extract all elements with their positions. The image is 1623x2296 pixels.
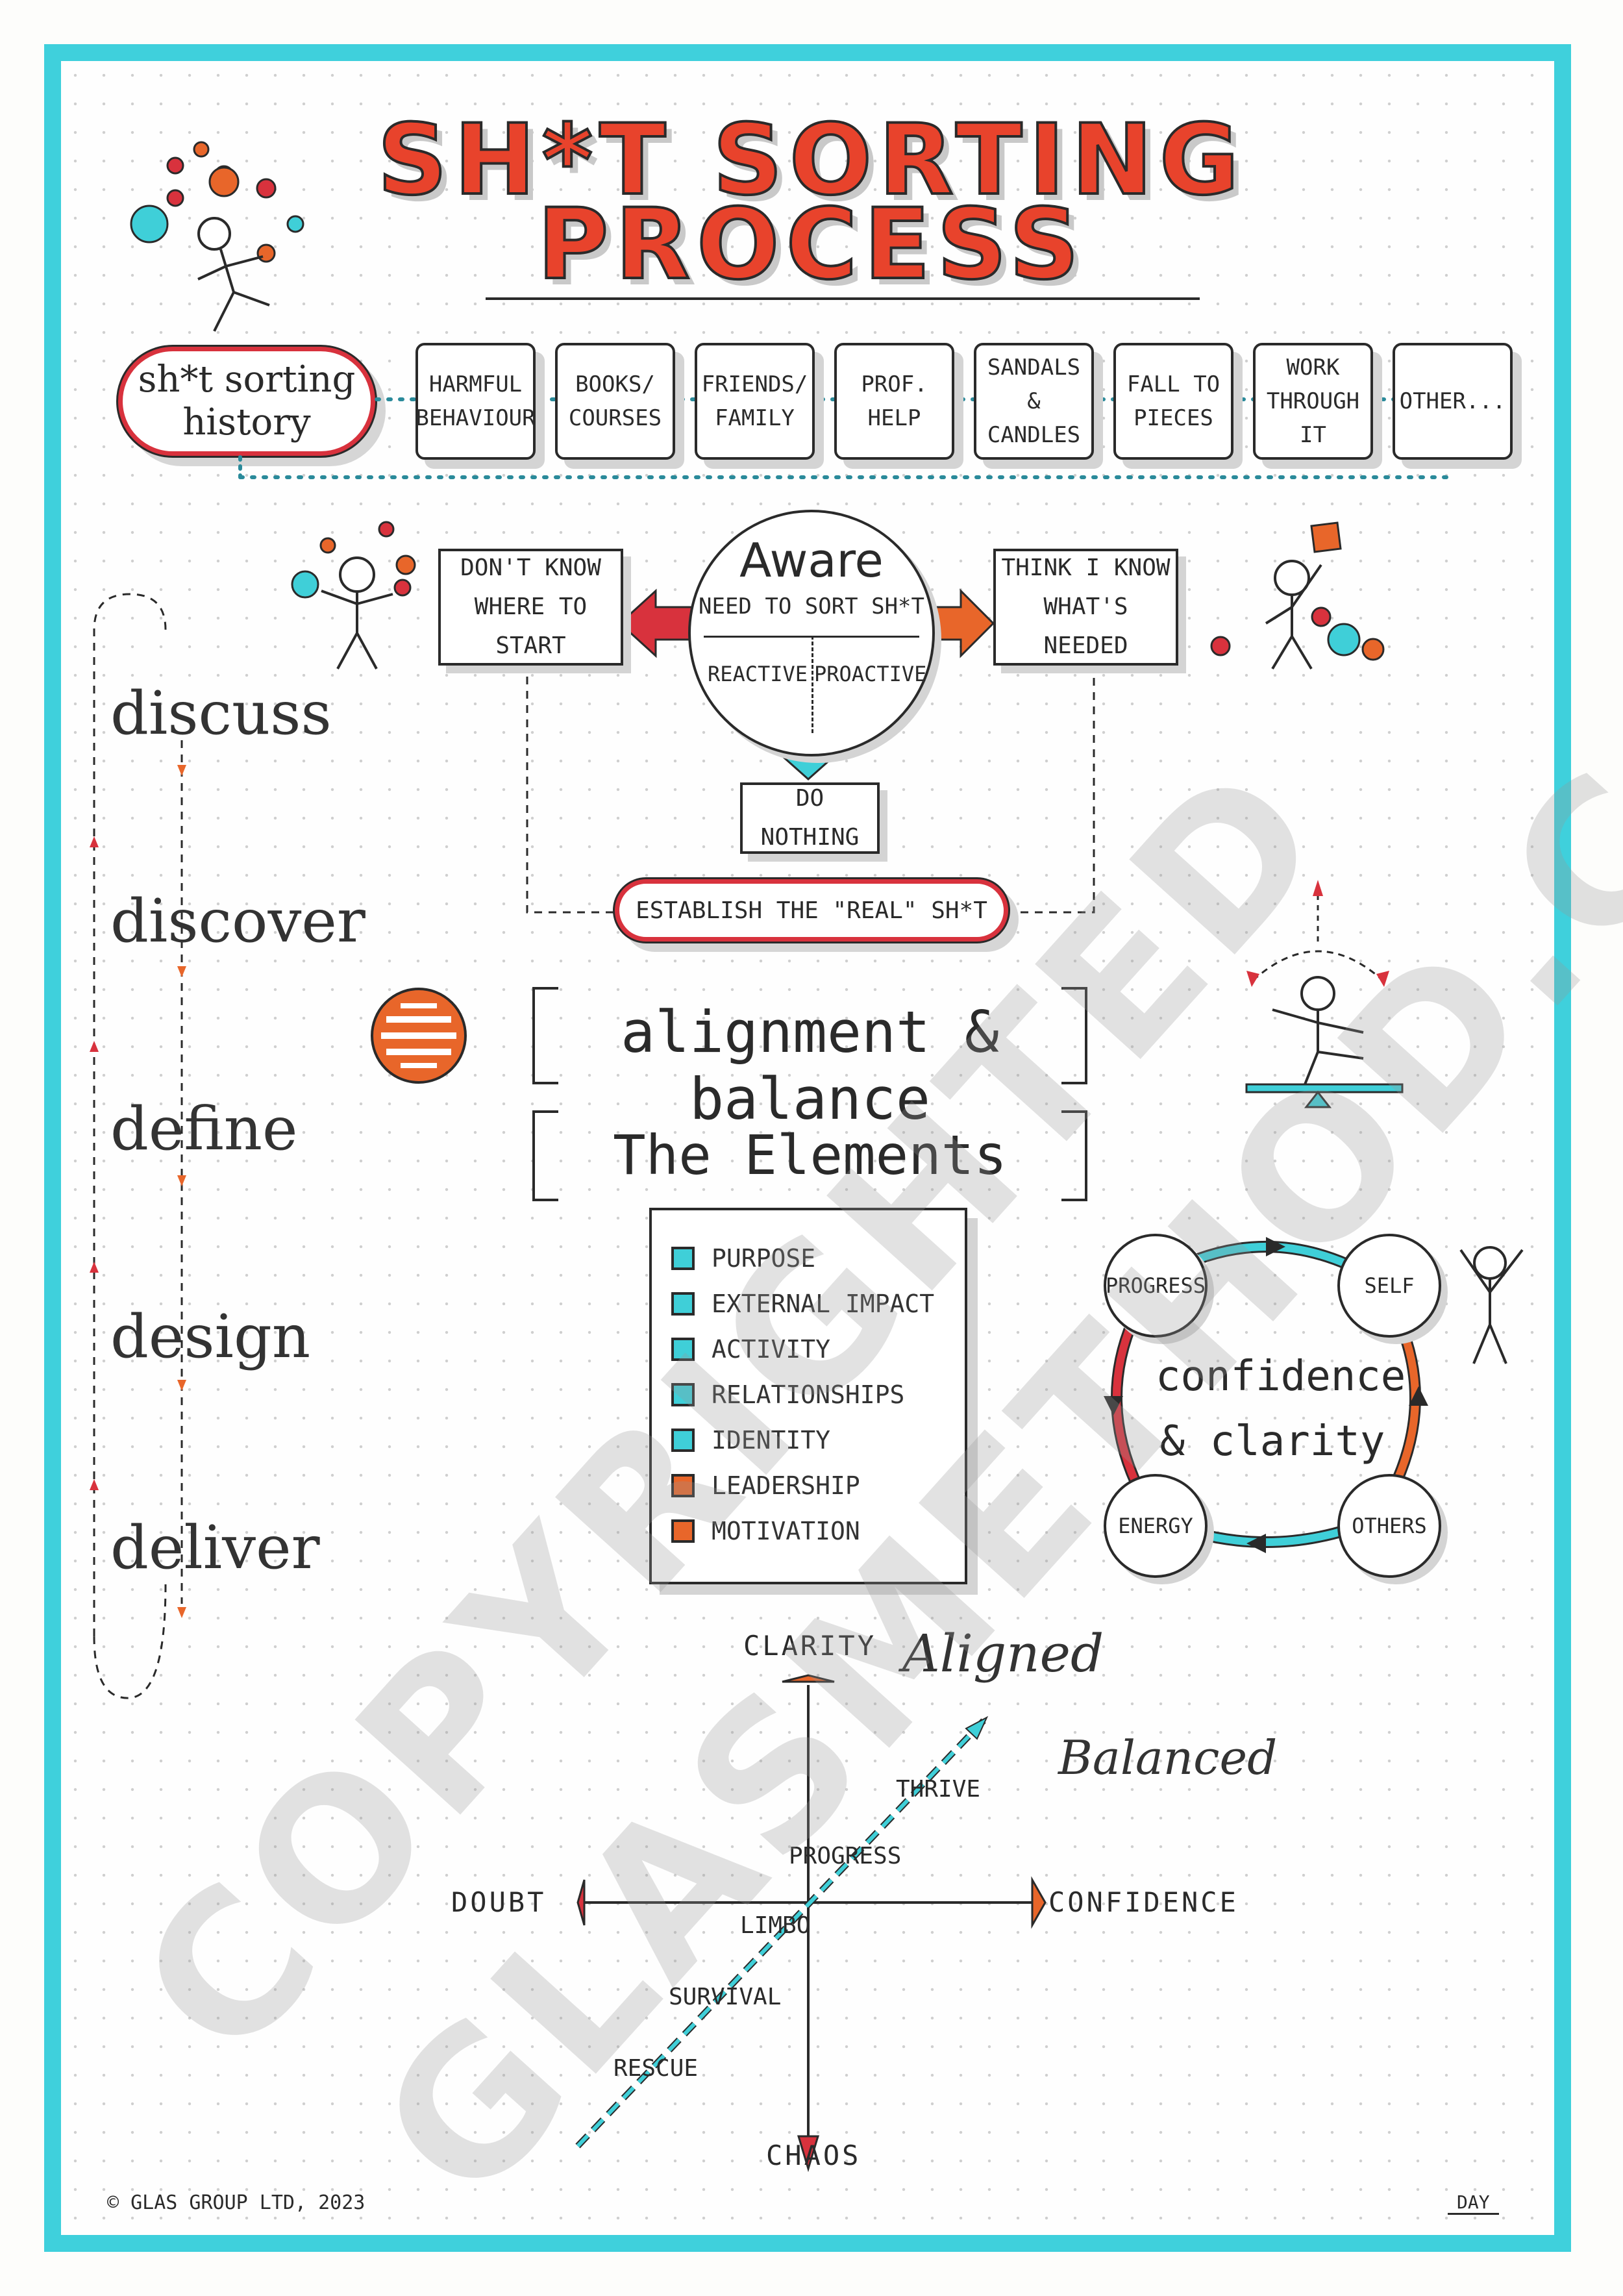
step-define: define [110, 1094, 298, 1164]
cycle-node-others: OTHERS [1337, 1474, 1441, 1578]
element-marker [671, 1292, 695, 1316]
title-underline [486, 297, 1200, 300]
zone-limbo: LIMBO [740, 1912, 811, 1939]
cycle-node-self: SELF [1337, 1234, 1441, 1338]
think-i-know-box: THINK I KNOW WHAT'S NEEDED [993, 549, 1178, 666]
history-pill: sh*t sorting history [116, 345, 377, 458]
confident-figure-icon [1210, 521, 1385, 670]
balancing-figure-icon [1245, 880, 1404, 1108]
category-friends-family: FRIENDS/ FAMILY [695, 343, 815, 460]
dont-know-box: DON'T KNOW WHERE TO START [438, 549, 623, 666]
proactive-label: PROACTIVE [814, 662, 927, 686]
copyright-text: © GLAS GROUP LTD, 2023 [107, 2191, 365, 2214]
matrix-axes [575, 1674, 1047, 2173]
category-fall-to-pieces: FALL TO PIECES [1113, 343, 1233, 460]
alignment-label: alignment & balance [621, 999, 999, 1132]
reactive-label: REACTIVE [707, 662, 808, 686]
element-marker [671, 1247, 695, 1270]
zone-thrive: THRIVE [896, 1776, 981, 1803]
waving-figure-icon [1459, 1246, 1524, 1364]
title-line-1: SH*T SORTING [376, 103, 1246, 218]
establish-label: ESTABLISH THE "REAL" SH*T [636, 897, 987, 924]
zone-survival: SURVIVAL [669, 1984, 782, 2010]
matrix-bottom-label: CHAOS [766, 2140, 861, 2171]
zone-progress: PROGRESS [789, 1843, 902, 1869]
confused-figure-icon [291, 521, 416, 669]
cycle-center-line2: & clarity [1159, 1417, 1385, 1466]
element-marker [671, 1338, 695, 1361]
category-work-through-it: WORK THROUGH IT [1253, 343, 1373, 460]
matrix-left-label: DOUBT [451, 1886, 547, 1918]
matrix-right-label: CONFIDENCE [1048, 1886, 1239, 1918]
elements-bracket: The Elements [532, 1110, 1087, 1201]
element-purpose: PURPOSE [671, 1244, 815, 1273]
establish-pill: ESTABLISH THE "REAL" SH*T [613, 877, 1010, 943]
cycle-node-energy: ENERGY [1104, 1474, 1208, 1578]
category-other: OTHER... [1393, 343, 1513, 460]
history-label: sh*t sorting history [138, 358, 356, 443]
aware-split [812, 636, 815, 733]
category-prof-help: PROF. HELP [834, 343, 954, 460]
element-external-impact: EXTERNAL IMPACT [671, 1290, 934, 1318]
element-marker [671, 1474, 695, 1497]
elements-paper: PURPOSE EXTERNAL IMPACT ACTIVITY RELATIO… [649, 1208, 967, 1584]
aware-title: Aware [739, 533, 884, 588]
element-marker [671, 1383, 695, 1406]
signature-text: DAY [1448, 2191, 1499, 2215]
element-marker [671, 1519, 695, 1543]
alignment-bracket: alignment & balance [532, 987, 1087, 1132]
category-books-courses: BOOKS/ COURSES [555, 343, 675, 460]
elements-title: The Elements [613, 1123, 1007, 1187]
element-activity: ACTIVITY [671, 1335, 830, 1364]
category-sandals-candles: SANDALS & CANDLES [974, 343, 1094, 460]
step-discover: discover [110, 886, 365, 956]
juggler-figure-icon [130, 141, 304, 332]
step-design: design [110, 1302, 311, 1371]
balanced-label: Balanced [1058, 1730, 1278, 1785]
element-motivation: MOTIVATION [671, 1517, 860, 1545]
step-discuss: discuss [110, 679, 332, 748]
element-leadership: LEADERSHIP [671, 1471, 860, 1500]
glas-logo-icon [371, 988, 467, 1084]
cycle-center-line1: confidence [1156, 1353, 1406, 1401]
cycle-center: confidence & clarity [1156, 1344, 1406, 1474]
zone-rescue: RESCUE [613, 2055, 699, 2082]
title-line-2: PROCESS [536, 187, 1086, 303]
element-marker [671, 1429, 695, 1452]
element-relationships: RELATIONSHIPS [671, 1380, 904, 1409]
matrix-top-label: CLARITY [743, 1630, 877, 1662]
aligned-label: Aligned [902, 1623, 1104, 1684]
aware-subtitle: NEED TO SORT SH*T [699, 593, 924, 619]
do-nothing-box: DO NOTHING [740, 782, 880, 854]
step-deliver: deliver [110, 1513, 320, 1582]
aware-circle: Aware NEED TO SORT SH*T REACTIVE PROACTI… [688, 510, 935, 756]
category-harmful-behaviour: HARMFUL BEHAVIOUR [415, 343, 536, 460]
cycle-node-progress: PROGRESS [1104, 1234, 1208, 1338]
steps-loop [90, 593, 186, 1699]
awareness-connectors [526, 588, 1095, 914]
element-identity: IDENTITY [671, 1426, 830, 1454]
